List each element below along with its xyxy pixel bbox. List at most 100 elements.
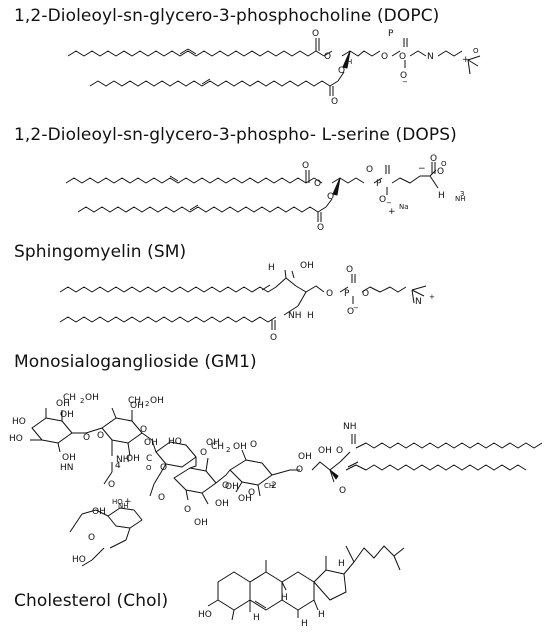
gm1-atom-label: OH <box>126 454 140 464</box>
dops-title: 1,2-Dioleoyl-sn-glycero-3-phospho- L-ser… <box>14 125 457 145</box>
gm1-atom-label: O <box>88 533 95 543</box>
gm1-atom-label: OH <box>85 393 99 403</box>
gm1-atom-label: CH <box>211 442 224 452</box>
gm1-atom-label: O <box>184 505 191 515</box>
dopc-atom-label: O <box>331 97 338 107</box>
gm1-atom-label: O <box>250 440 257 450</box>
dops-atom-label: − <box>386 199 392 207</box>
gm1-atom-label: OH <box>194 518 208 528</box>
gm1-atom-label: OH <box>206 438 220 448</box>
dops-atom-label: O <box>314 179 321 189</box>
gm1-atom-label: O <box>222 481 229 491</box>
chol-title: Cholesterol (Chol) <box>14 591 169 611</box>
gm1-atom-label: 2 <box>226 446 230 454</box>
gm1-atom-label: OH <box>62 453 76 463</box>
dops-atom-label: O <box>327 192 334 202</box>
dops-atom-label: O <box>437 167 444 177</box>
dopc-title: 1,2-Dioleoyl-sn-glycero-3-phosphocholine… <box>14 6 440 26</box>
gm1-atom-label: HO <box>72 555 86 565</box>
sm-atom-label: H <box>268 263 275 273</box>
sm-atom-label: P <box>344 289 350 299</box>
gm1-atom-label: OH <box>60 410 74 420</box>
dops-atom-label: 3 <box>460 190 464 198</box>
sm-atom-label: O <box>326 289 333 299</box>
gm1-atom-label: CH <box>128 396 141 406</box>
gm1-atom-label: C <box>146 454 152 464</box>
sm-atom-label: H <box>307 311 314 321</box>
gm1-atom-label: O <box>336 446 343 456</box>
gm1-atom-label: OH <box>233 442 247 452</box>
dops-atom-label: O <box>366 165 373 175</box>
chol-atom-label: H <box>253 613 260 623</box>
dops-atom-label: O <box>317 223 324 233</box>
sm-atom-label: − <box>353 304 359 312</box>
dopc-structure <box>67 38 481 96</box>
dops-atom-label: − <box>418 164 426 174</box>
dopc-atom-label: O <box>338 66 345 76</box>
chol-atom-label: H <box>338 559 345 569</box>
gm1-atom-label: OH <box>130 401 144 411</box>
dopc-atom-label: H <box>347 58 352 66</box>
gm1-atom-label: 2 <box>80 397 84 405</box>
gm1-atom-label: O <box>160 463 167 473</box>
gm1-atom-label: HO <box>12 417 26 427</box>
gm1-atom-label: O <box>200 448 207 458</box>
dops-atom-label: O <box>430 154 437 164</box>
gm1-atom-label: O <box>140 425 147 435</box>
gm1-atom-label: NH <box>118 502 129 510</box>
dopc-atom-label: O <box>324 52 331 62</box>
dopc-atom-label: O <box>399 52 406 62</box>
sm-structure <box>59 269 427 330</box>
gm1-atom-label: OH <box>150 396 164 406</box>
gm1-atom-label: 2 <box>145 400 149 408</box>
gm1-atom-label: O <box>83 433 90 443</box>
chol-structure <box>207 545 405 621</box>
dopc-atom-label: O <box>381 52 388 62</box>
gm1-atom-label: O <box>97 431 104 441</box>
dops-structure <box>65 162 439 222</box>
gm1-atom-label: 4 <box>115 461 121 471</box>
dopc-atom-label: O <box>400 71 407 81</box>
gm1-atom-label: NH <box>116 455 130 465</box>
gm1-atom-label: O <box>339 486 346 496</box>
gm1-atom-label: OH <box>215 499 229 509</box>
chol-atom-label: HO <box>198 610 212 620</box>
chol-atom-label: H <box>301 619 308 629</box>
sm-atom-label: O <box>270 333 277 343</box>
gm1-atom-label: O <box>108 480 115 490</box>
sm-atom-label: N <box>415 297 422 307</box>
gm1-atom-label: O <box>158 493 165 503</box>
dopc-atom-label: O <box>473 47 479 55</box>
dops-atom-label: + <box>388 207 396 217</box>
gm1-atom-label: 2 <box>271 481 277 491</box>
gm1-structure <box>30 407 543 567</box>
gm1-atom-label: CH <box>63 393 76 403</box>
gm1-atom-label: OH <box>92 507 106 517</box>
dops-atom-label: P <box>376 179 382 189</box>
gm1-atom-label: O <box>248 488 255 498</box>
dops-atom-label: H <box>438 191 445 201</box>
chol-atom-label: H <box>318 610 325 620</box>
dops-atom-label: O <box>302 161 309 171</box>
dopc-atom-label: O <box>312 29 319 39</box>
gm1-atom-label: O <box>146 464 152 472</box>
gm1-atom-label: CH <box>264 482 274 490</box>
chol-atom-label: H <box>281 593 288 603</box>
gm1-atom-label: HO <box>168 437 182 447</box>
sm-title: Sphingomyelin (SM) <box>14 242 187 262</box>
gm1-atom-label: HO <box>9 434 23 444</box>
gm1-atom-label: OH <box>225 482 239 492</box>
gm1-atom-label: HO <box>112 498 123 506</box>
gm1-atom-label: HN <box>60 463 74 473</box>
sm-atom-label: + <box>429 293 435 301</box>
sm-atom-label: NH <box>288 311 302 321</box>
gm1-atom-label: NH <box>343 422 357 432</box>
dops-atom-label: NH <box>455 195 466 203</box>
dops-atom-label: Na <box>399 203 409 211</box>
dopc-atom-label: N <box>427 52 434 62</box>
gm1-atom-label: OH <box>144 438 158 448</box>
sm-atom-label: O <box>362 289 369 299</box>
gm1-atom-label: OH <box>238 494 252 504</box>
